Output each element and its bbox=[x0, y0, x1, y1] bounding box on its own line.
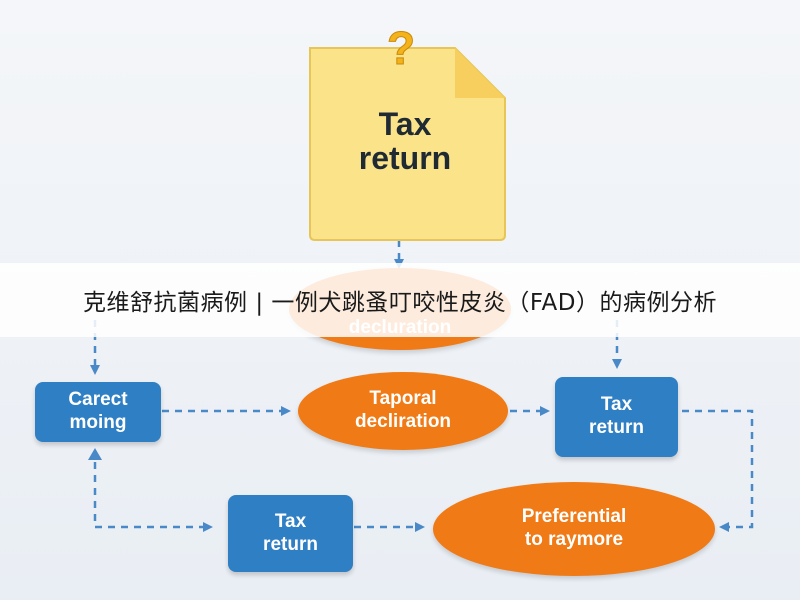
caption-banner: 克维舒抗菌病例 | 一例犬跳蚤叮咬性皮炎（FAD）的病例分析 bbox=[0, 263, 800, 337]
document-title: Tax return bbox=[358, 106, 452, 176]
caption-text: 克维舒抗菌病例 | 一例犬跳蚤叮咬性皮炎（FAD）的病例分析 bbox=[83, 290, 717, 316]
oval-taporal-decliration: Taporal decliration bbox=[298, 372, 508, 450]
tax-return-document: ? bbox=[309, 22, 506, 241]
box-tax-return-bottom: Tax return bbox=[228, 495, 353, 572]
box-tax-return-right: Tax return bbox=[555, 377, 678, 457]
arrow-left-box-to-bottom-box bbox=[93, 462, 213, 532]
arrow-right-box-to-bottom-oval bbox=[682, 409, 754, 532]
oval-preferential: Preferential to raymore bbox=[433, 482, 715, 576]
arrowhead-up-to-left-box bbox=[88, 448, 102, 460]
question-mark-icon: ? bbox=[387, 22, 415, 74]
box-carect-moing: Carect moing bbox=[35, 382, 161, 442]
